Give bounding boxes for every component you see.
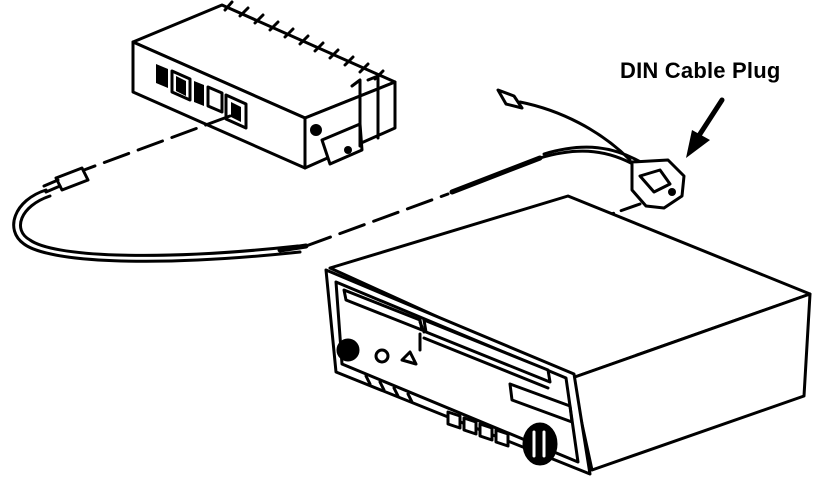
- mounting-bracket: [320, 122, 364, 166]
- callout-arrow: [686, 97, 725, 158]
- eject-button: [400, 350, 418, 366]
- guide-line-adapter: [82, 114, 232, 172]
- button: [374, 348, 390, 364]
- car-radio: [324, 194, 812, 476]
- wire-tab-connector: [496, 88, 524, 110]
- guide-line-cable: [304, 192, 450, 248]
- antenna-cable: [12, 166, 309, 263]
- radio-faceplate: [324, 268, 592, 476]
- adapter-box: [131, 0, 397, 170]
- screw-hole: [310, 124, 322, 136]
- connector-slot: [156, 64, 168, 88]
- tuning-buttons: [446, 410, 510, 448]
- tuning-knob: [522, 422, 558, 466]
- callout-label: DIN Cable Plug: [620, 58, 781, 83]
- din-cable-plug: [449, 88, 686, 210]
- connector-slot: [206, 85, 224, 114]
- volume-knob: [336, 338, 360, 362]
- cooling-fins: [223, 0, 385, 81]
- connector-slot: [194, 81, 204, 106]
- preset-buttons: [364, 374, 414, 404]
